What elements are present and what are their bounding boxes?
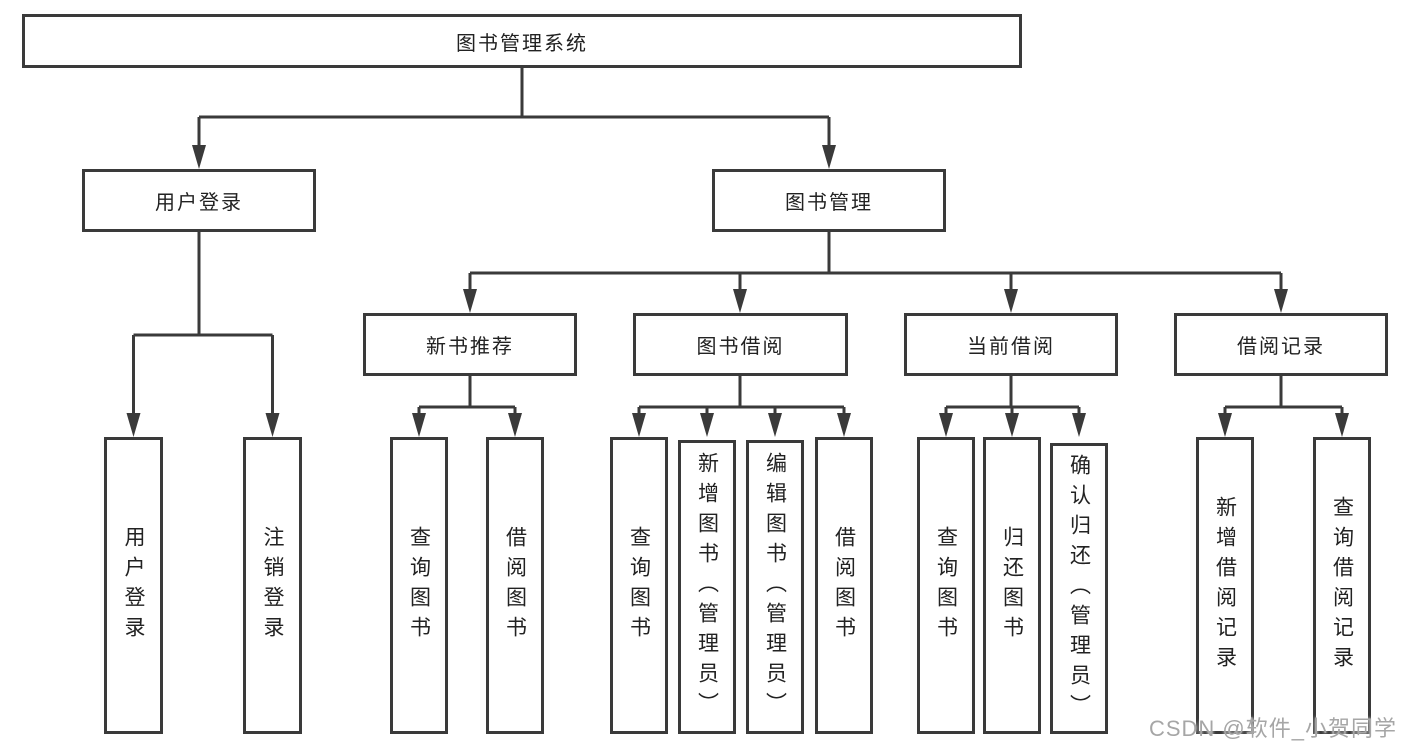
node-borrowing-records-label: 借阅记录: [1237, 336, 1325, 358]
leaf-borrow-books-1-label: 借阅图书: [503, 525, 527, 646]
leaf-query-books-3: 查询图书: [917, 437, 975, 734]
leaf-logout: 注销登录: [243, 437, 302, 734]
node-library-system: 图书管理系统: [22, 14, 1022, 68]
leaf-logout-label: 注销登录: [261, 525, 285, 646]
node-library-system-label: 图书管理系统: [456, 32, 588, 55]
leaf-add-borrow-record: 新增借阅记录: [1196, 437, 1254, 734]
node-new-book-recommend-label: 新书推荐: [426, 336, 514, 358]
arrowheads: [126, 145, 1349, 437]
leaf-edit-book-admin-label: 编辑图书（管理员）: [763, 452, 787, 722]
leaf-edit-book-admin: 编辑图书（管理员）: [746, 440, 804, 734]
node-new-book-recommend: 新书推荐: [363, 313, 577, 376]
leaf-query-books-2-label: 查询图书: [627, 525, 651, 646]
leaf-user-login: 用户登录: [104, 437, 163, 734]
leaf-return-books: 归还图书: [983, 437, 1041, 734]
leaf-query-books-2: 查询图书: [610, 437, 668, 734]
node-book-borrowing-label: 图书借阅: [696, 336, 785, 358]
leaf-borrow-books-2: 借阅图书: [815, 437, 873, 734]
leaf-query-books-1-label: 查询图书: [407, 525, 431, 646]
csdn-watermark: CSDN @软件_小贺同学: [1148, 716, 1397, 741]
leaf-query-borrow-record-label: 查询借阅记录: [1330, 495, 1354, 676]
leaf-user-login-label: 用户登录: [122, 525, 146, 646]
node-book-management: 图书管理: [712, 169, 946, 232]
node-book-borrowing: 图书借阅: [633, 313, 848, 376]
node-current-borrowing: 当前借阅: [904, 313, 1118, 376]
leaf-return-books-label: 归还图书: [1000, 525, 1024, 646]
node-current-borrowing-label: 当前借阅: [967, 336, 1055, 358]
node-user-login: 用户登录: [82, 169, 316, 232]
leaf-borrow-books-2-label: 借阅图书: [832, 525, 856, 646]
leaf-confirm-return-admin: 确认归还（管理员）: [1050, 443, 1108, 734]
node-book-management-label: 图书管理: [785, 192, 873, 214]
leaf-query-borrow-record: 查询借阅记录: [1313, 437, 1371, 734]
node-borrowing-records: 借阅记录: [1174, 313, 1388, 376]
leaf-add-book-admin: 新增图书（管理员）: [678, 440, 736, 734]
leaf-query-books-1: 查询图书: [390, 437, 448, 734]
leaf-query-books-3-label: 查询图书: [934, 525, 958, 646]
leaf-confirm-return-admin-label: 确认归还（管理员）: [1067, 453, 1091, 724]
leaf-add-borrow-record-label: 新增借阅记录: [1213, 495, 1237, 676]
leaf-add-book-admin-label: 新增图书（管理员）: [695, 452, 719, 722]
leaf-borrow-books-1: 借阅图书: [486, 437, 544, 734]
node-user-login-label: 用户登录: [155, 192, 243, 214]
